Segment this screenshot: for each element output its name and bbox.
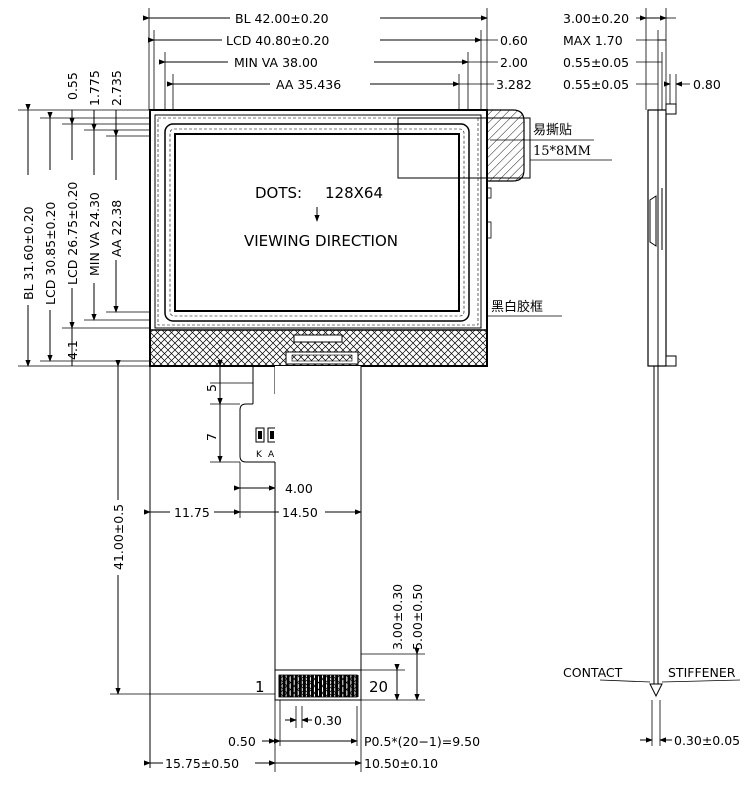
dim-bl-height: BL 31.60±0.20	[21, 206, 36, 300]
stiffener-label: STIFFENER	[668, 665, 736, 680]
contact-pin	[323, 675, 327, 697]
dim-0-55-a: 0.55±0.05	[563, 55, 629, 70]
fpc-tail: K A 1 20 5 7 4.00 11.75 14.50	[143, 359, 480, 772]
dim-thickness: 3.00±0.20	[563, 11, 629, 26]
contact-pin	[286, 675, 290, 697]
dim-4-00: 4.00	[285, 481, 313, 496]
dim-0-55-b: 0.55±0.05	[563, 77, 629, 92]
lcd-module-front: DOTS: 128X64 VIEWING DIRECTION 易撕贴 15*8M…	[149, 109, 612, 367]
led-a: A	[268, 450, 275, 460]
contact-pin	[331, 675, 335, 697]
dim-aa-height: AA 22.38	[109, 200, 124, 257]
contact-label: CONTACT	[563, 665, 623, 680]
dim-3-00: 3.00±0.30	[390, 584, 405, 650]
side-view: 3.00±0.20 MAX 1.70 0.55±0.05 0.55±0.05 0…	[563, 8, 740, 748]
pin-20-label: 20	[369, 678, 388, 696]
led-k: K	[256, 450, 263, 460]
dots-value: 128X64	[325, 184, 383, 202]
dim-aa-width: AA 35.436	[276, 77, 341, 92]
pin-1-label: 1	[255, 678, 265, 696]
contact-pin	[298, 675, 302, 697]
dim-11-75: 11.75	[174, 505, 210, 520]
dim-5: 5	[204, 384, 219, 392]
contact-pin	[294, 675, 298, 697]
dim-0-60: 0.60	[500, 33, 528, 48]
contact-pin	[335, 675, 339, 697]
contact-pin	[355, 675, 359, 697]
dim-pitch: P0.5*(20−1)=9.50	[364, 734, 480, 749]
contact-pin	[339, 675, 343, 697]
dim-14-50: 14.50	[282, 505, 318, 520]
contact-pin	[310, 675, 314, 697]
dim-0-55: 0.55	[65, 72, 80, 100]
dim-min-va-width: MIN VA 38.00	[234, 55, 318, 70]
dim-lcd-width: LCD 40.80±0.20	[226, 33, 329, 48]
contact-pin	[327, 675, 331, 697]
pull-tab-label: 易撕贴	[533, 123, 572, 138]
dim-2-735: 2.735	[109, 70, 124, 106]
dim-4-1: 4.1	[65, 340, 80, 360]
dim-bl-width: BL 42.00±0.20	[235, 11, 329, 26]
dim-lcd-inner-height: LCD 26.75±0.20	[65, 182, 80, 285]
contact-pin	[319, 675, 322, 697]
contact-pin	[306, 675, 310, 697]
dim-2-00: 2.00	[500, 55, 528, 70]
dim-fpc-length: 41.00±0.5	[111, 504, 126, 570]
frame-label: 黑白胶框	[491, 299, 543, 315]
left-dimensions: 0.55 1.775 2.735 BL 31.60±0.20 LCD 30.85…	[18, 70, 275, 695]
contact-pin	[290, 675, 294, 697]
contact-pin	[282, 675, 286, 697]
contact-pin	[351, 675, 355, 697]
dim-10-50: 10.50±0.10	[364, 756, 438, 771]
dim-3-282: 3.282	[496, 77, 532, 92]
contact-pin	[302, 675, 306, 697]
dots-label: DOTS:	[255, 184, 302, 202]
dim-1-775: 1.775	[87, 70, 102, 106]
pull-tab	[480, 109, 525, 182]
pull-tab-size: 15*8MM	[533, 144, 591, 159]
contact-pin	[347, 675, 351, 697]
viewing-direction: VIEWING DIRECTION	[244, 232, 398, 250]
contact-pin	[278, 675, 282, 697]
dim-7: 7	[204, 433, 219, 441]
dim-min-va-height: MIN VA 24.30	[87, 192, 102, 276]
dim-15-75: 15.75±0.50	[165, 756, 239, 771]
dim-lcd-height: LCD 30.85±0.20	[43, 202, 58, 305]
contact-pin	[315, 675, 318, 697]
top-dimensions: BL 42.00±0.20 LCD 40.80±0.20 0.60 MIN VA…	[142, 8, 532, 134]
dim-5-00: 5.00±0.50	[410, 584, 425, 650]
dim-0-30-pin: 0.30	[314, 713, 342, 728]
dim-0-30-side: 0.30±0.05	[674, 733, 740, 748]
active-area	[174, 133, 460, 312]
contact-pin	[343, 675, 347, 697]
dim-0-80: 0.80	[693, 77, 721, 92]
dim-0-50: 0.50	[228, 734, 256, 749]
dim-max: MAX 1.70	[563, 33, 623, 48]
